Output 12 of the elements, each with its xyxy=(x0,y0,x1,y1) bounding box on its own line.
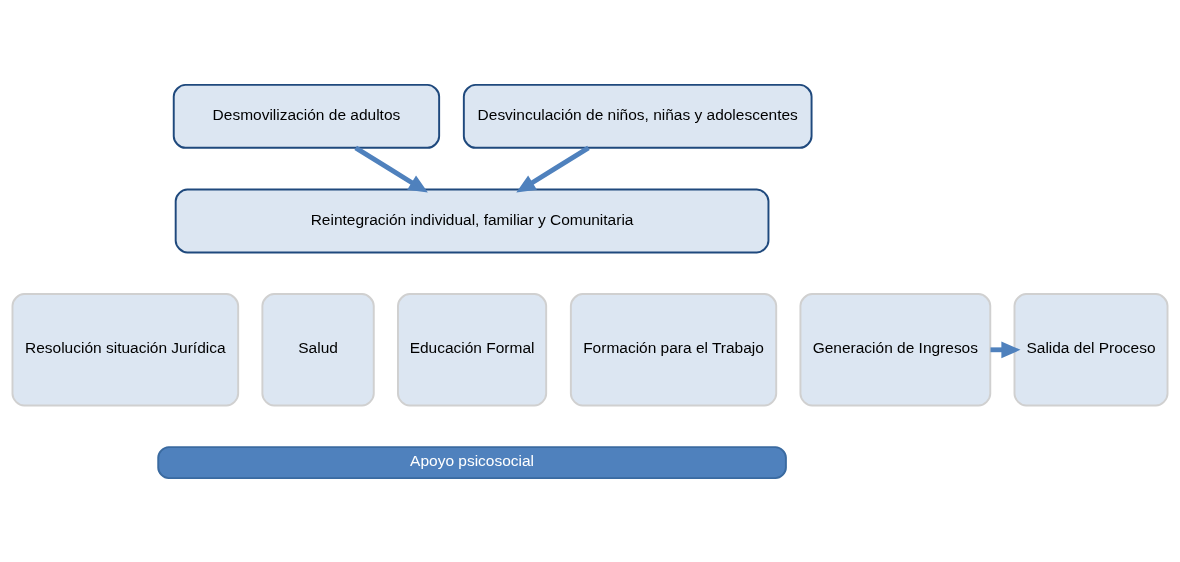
arrow xyxy=(354,145,428,193)
node-box: Educación Formal xyxy=(397,292,548,406)
node-box: Generación de Ingresos xyxy=(799,292,992,406)
node-box: Desvinculación de niños, niñas y adolescentes xyxy=(462,83,813,149)
node-box: Resolución situación Jurídica xyxy=(11,292,240,406)
node-box: Reintegración individual, familiar y Comunitaria xyxy=(174,188,770,253)
node-box: Formación para el Trabajo xyxy=(569,292,778,406)
node-box: Apoyo psicosocial xyxy=(157,445,787,479)
arrow xyxy=(516,145,590,193)
node-box: Desmovilización de adultos xyxy=(172,83,441,149)
node-box: Salud xyxy=(261,292,375,406)
node-box: Salida del Proceso xyxy=(1013,292,1169,406)
